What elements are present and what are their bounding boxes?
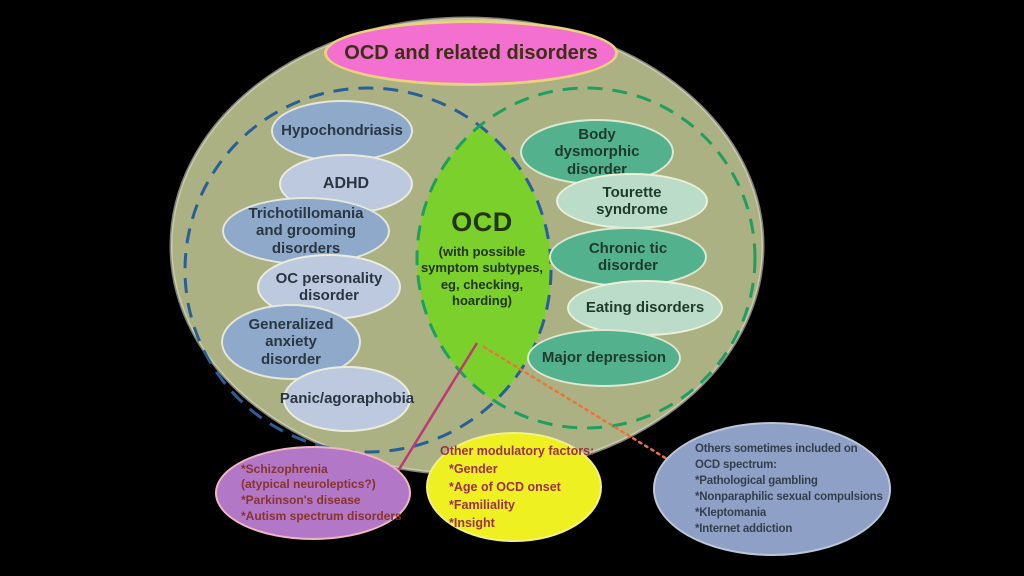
- ocd-lens: [417, 126, 551, 401]
- venn-item-label: Hypochondriasis: [281, 122, 403, 140]
- callout-line: (atypical neuroleptics?): [241, 477, 376, 492]
- venn-item-label: Panic/agoraphobia: [279, 390, 415, 408]
- venn-item-label: Eating disorders: [585, 299, 705, 317]
- venn-item-tourette-syndrome: Tourette syndrome: [556, 173, 708, 229]
- venn-item-chronic-tic-disorder: Chronic tic disorder: [549, 227, 707, 287]
- callout-line: OCD spectrum:: [695, 458, 777, 471]
- ocd-subtext: (with possible symptom subtypes, eg, che…: [420, 244, 544, 308]
- venn-item-label: Chronic tic disorder: [588, 239, 668, 274]
- right-dashed-circle: [415, 86, 757, 430]
- callout-schizophrenia: *Schizophrenia (atypical neuroleptics?) …: [215, 446, 411, 540]
- venn-item-label: Body dysmorphic disorder: [554, 126, 640, 178]
- callout-line: *Autism spectrum disorders: [241, 508, 402, 523]
- venn-item-major-depression: Major depression: [527, 329, 681, 387]
- connector-schizophrenia-line: [393, 342, 479, 477]
- venn-item-label: Trichotillomania and grooming disorders: [248, 205, 364, 257]
- callout-title: Other modulatory factors:: [440, 443, 595, 458]
- callout-line: *Parkinson's disease: [241, 493, 361, 507]
- callout-line: *Pathological gambling: [695, 474, 818, 487]
- callout-line: *Insight: [449, 516, 495, 531]
- venn-item-label: Tourette syndrome: [596, 183, 668, 218]
- venn-item-label: ADHD: [322, 174, 370, 192]
- callout-modulatory-factors: Other modulatory factors: *Gender *Age o…: [426, 432, 602, 542]
- callout-ocd-spectrum-others: Others sometimes included on OCD spectru…: [653, 422, 891, 556]
- venn-item-hypochondriasis: Hypochondriasis: [271, 100, 413, 162]
- venn-item-generalized-anxiety: Generalized anxiety disorder: [221, 304, 361, 380]
- venn-item-trichotillomania: Trichotillomania and grooming disorders: [222, 197, 390, 265]
- callout-line: *Schizophrenia: [241, 461, 328, 476]
- venn-item-panic-agoraphobia: Panic/agoraphobia: [280, 366, 414, 432]
- callout-line: *Age of OCD onset: [449, 479, 561, 494]
- connector-spectrum-line: [482, 345, 669, 461]
- venn-item-label: OC personality disorder: [275, 269, 383, 304]
- diagram-title: OCD and related disorders: [344, 41, 598, 64]
- ocd-heading: OCD: [451, 207, 513, 237]
- callout-line: *Familiality: [449, 498, 515, 513]
- callout-line: *Internet addiction: [695, 523, 793, 536]
- callout-line: *Kleptomania: [695, 507, 767, 520]
- title-banner: OCD and related disorders: [324, 20, 618, 86]
- ocd-lens-label: OCD (with possible symptom subtypes, eg,…: [402, 207, 562, 309]
- callout-line: Others sometimes included on: [695, 442, 858, 455]
- left-dashed-circle: [183, 86, 553, 454]
- callout-line: *Nonparaphilic sexual compulsions: [695, 491, 883, 503]
- callout-line: *Gender: [449, 461, 498, 476]
- venn-item-label: Generalized anxiety disorder: [248, 316, 334, 368]
- venn-item-label: Major depression: [541, 349, 667, 367]
- venn-item-eating-disorders: Eating disorders: [567, 280, 723, 336]
